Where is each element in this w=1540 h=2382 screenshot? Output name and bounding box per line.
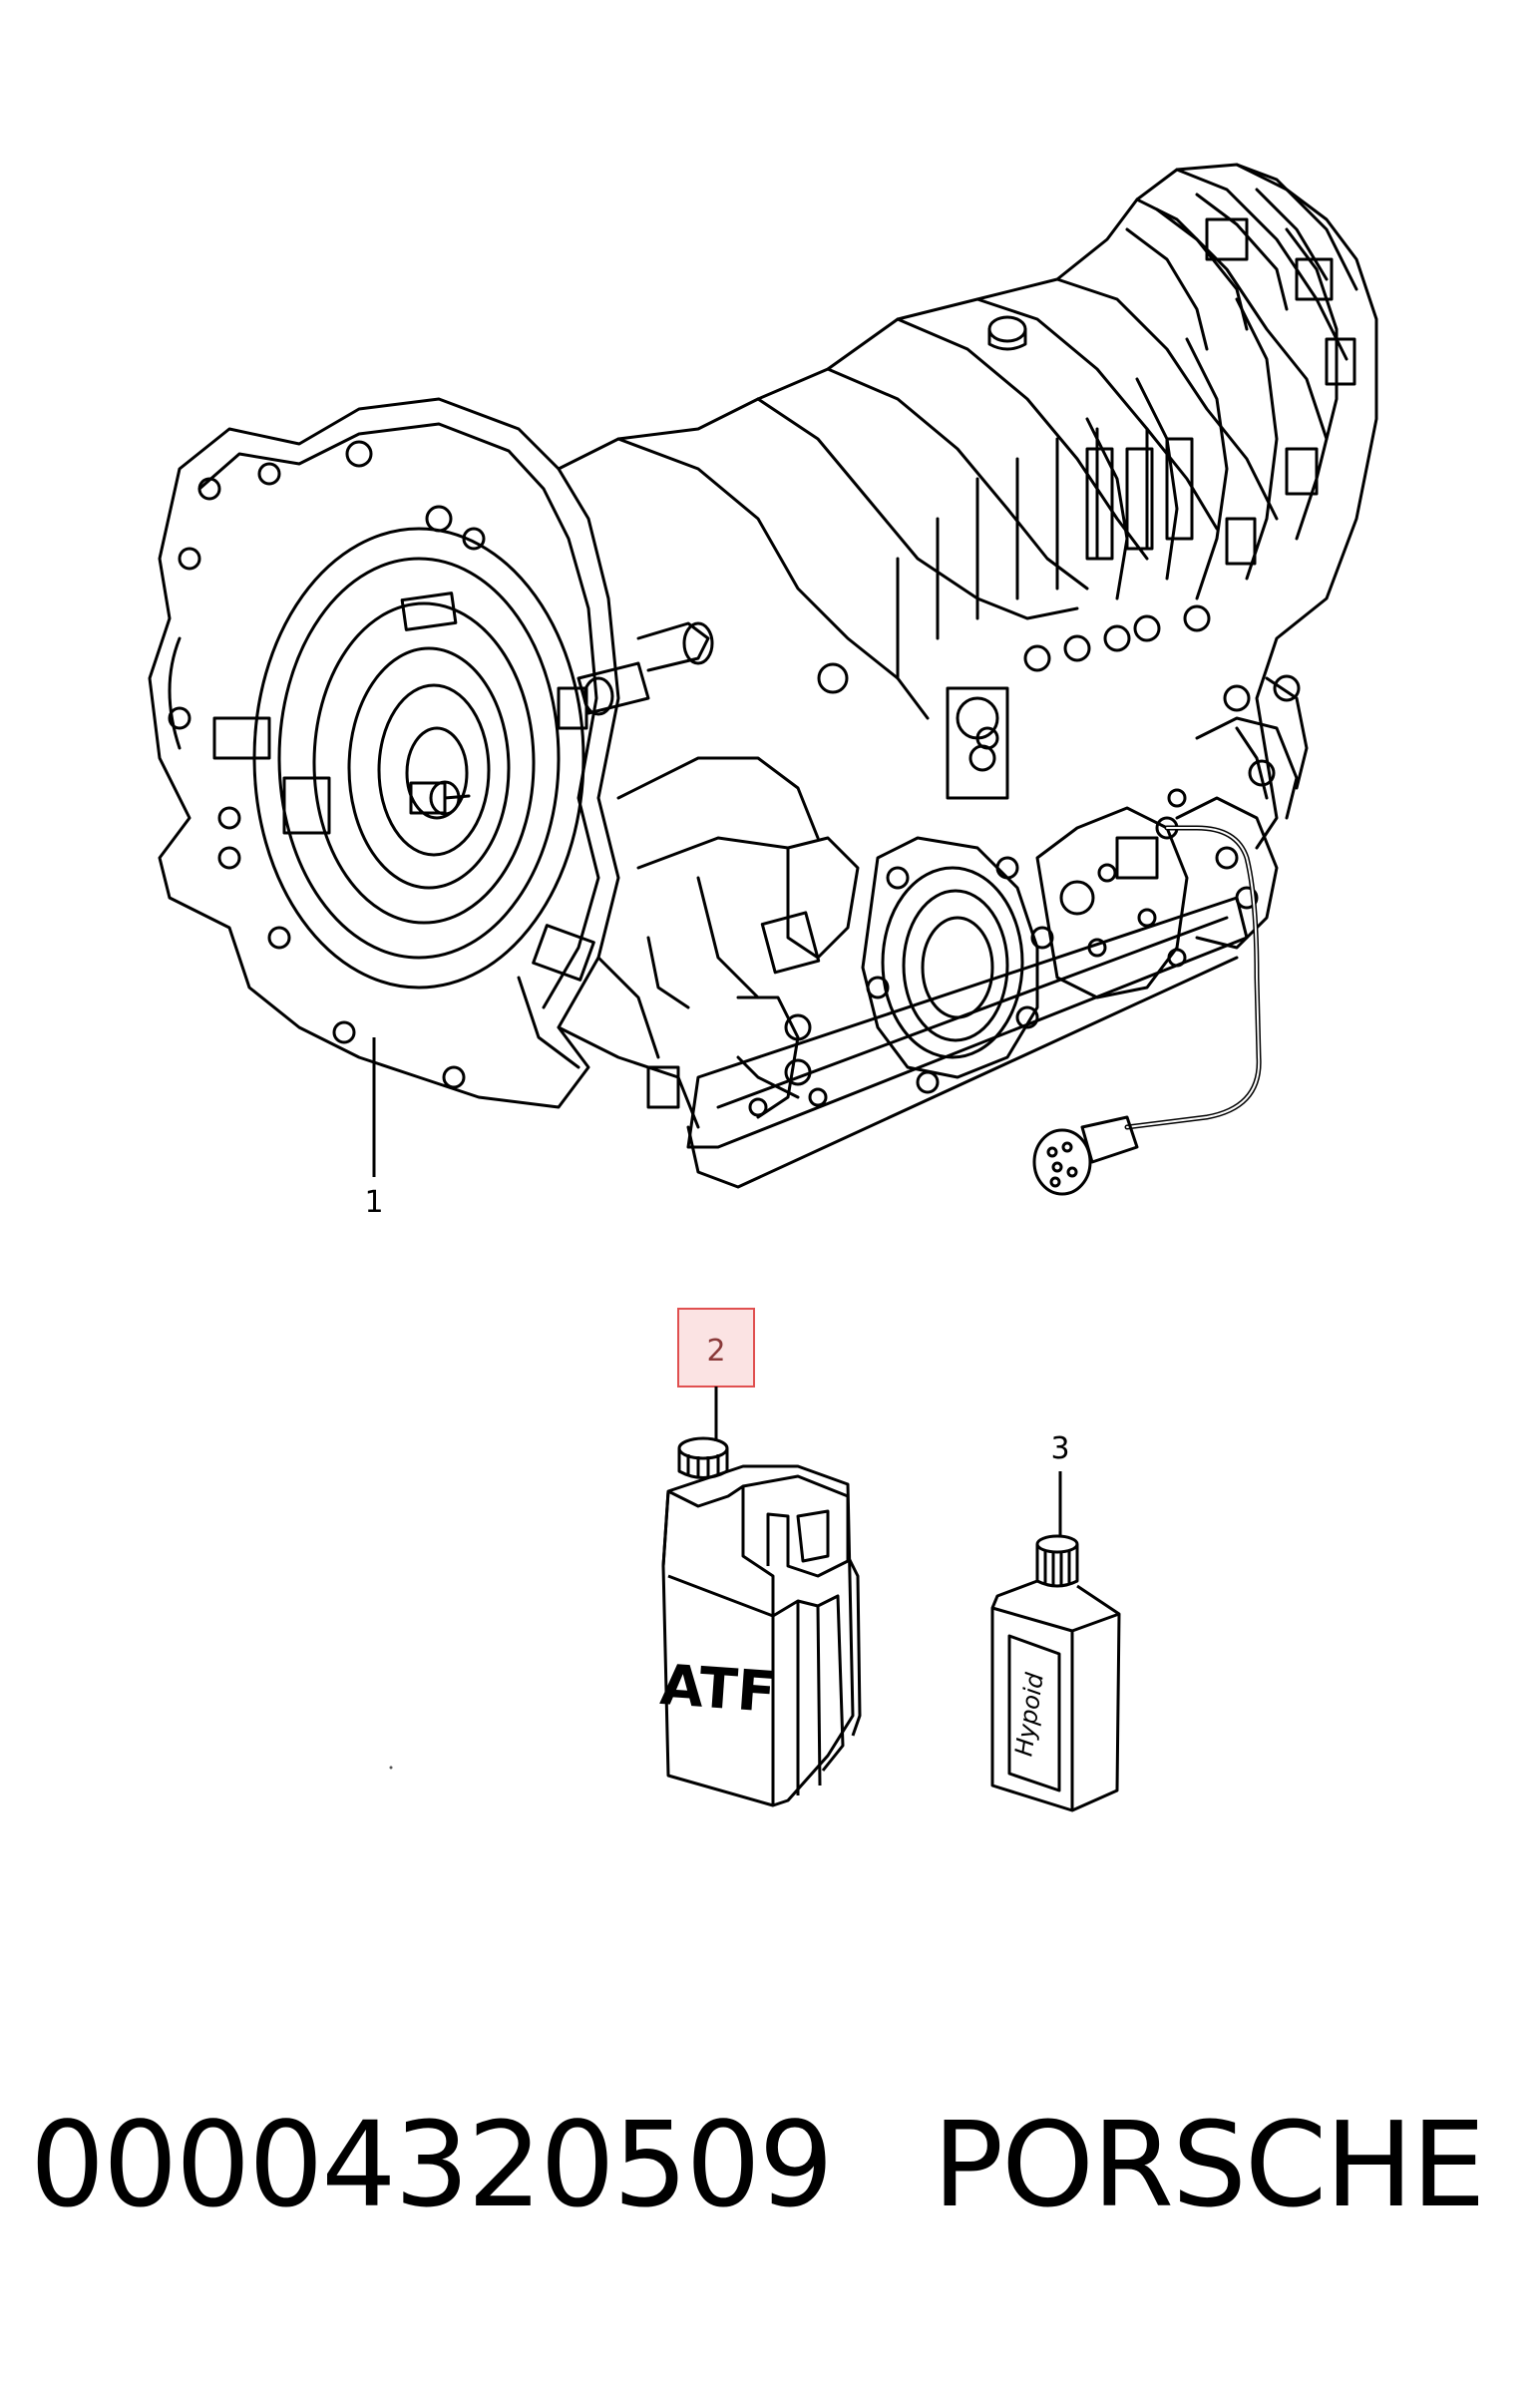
callout-label-1: 1 (364, 1185, 383, 1220)
oil-bottle-illustration (990, 1534, 1121, 1812)
callout-1: 1 (364, 1037, 384, 1220)
atf-label: ATF (658, 1653, 778, 1726)
part-number: 00004320509 (30, 2096, 834, 2233)
transmission-assembly-illustration (148, 163, 1378, 1196)
callout-2-highlight-box (677, 1308, 755, 1388)
callout-3: 3 (1050, 1431, 1070, 1536)
fluid-canister-illustration (661, 1436, 862, 1807)
callout-2: 2 (677, 1308, 755, 1441)
speck-mark (389, 1766, 393, 1770)
hypoid-label: Hypoid (1009, 1671, 1049, 1759)
brand-name: PORSCHE (933, 2096, 1486, 2233)
part-footer: 00004320509 PORSCHE (30, 2085, 1506, 2244)
callout-label-3: 3 (1050, 1431, 1069, 1466)
callout-label-2: 2 (706, 1334, 725, 1369)
